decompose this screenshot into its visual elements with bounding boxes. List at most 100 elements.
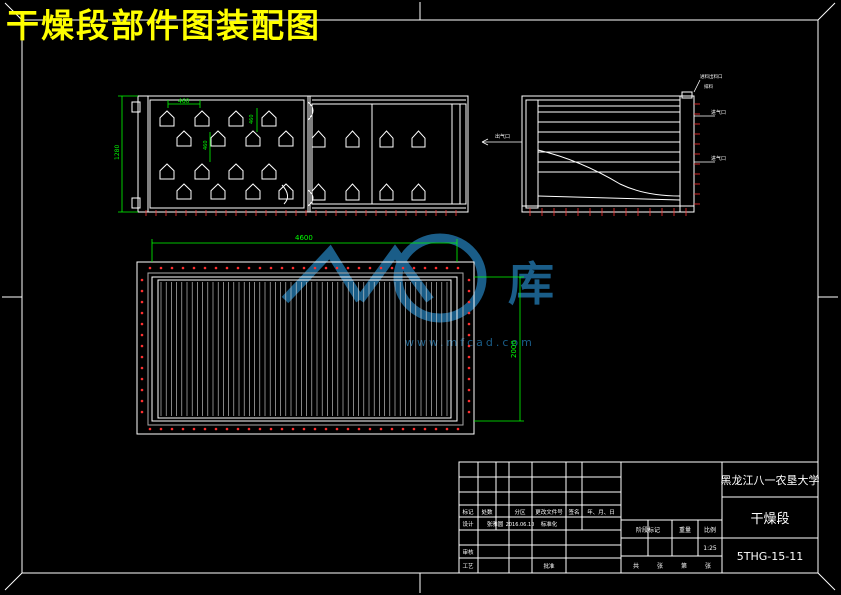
nozzle (278, 130, 294, 147)
front-view-nozzles (159, 110, 294, 200)
bolt-hole (379, 427, 383, 431)
tb-header-1: 处数 (481, 508, 493, 516)
bolt-hole (140, 322, 144, 326)
tb-design-1: 张雅圆 (487, 520, 504, 528)
tb-header-5: 年、月、日 (587, 508, 615, 516)
nozzle (210, 183, 226, 200)
bolt-hole (140, 399, 144, 403)
tb-design-0: 设计 (462, 520, 474, 528)
bolt-hole (140, 377, 144, 381)
bolt-hole (390, 427, 394, 431)
tb-approve: 批准 (543, 562, 555, 570)
tb-stage-2: 比例 (704, 526, 716, 534)
bolt-hole (291, 266, 295, 270)
door-vent (411, 130, 426, 148)
bolt-hole (140, 410, 144, 414)
bolt-hole (203, 427, 207, 431)
bolt-hole (280, 266, 284, 270)
bolt-hole (357, 427, 361, 431)
bolt-hole (467, 388, 471, 392)
nozzle (261, 163, 277, 180)
page-title: 干燥段部件图装配图 (6, 6, 321, 45)
title-block (458, 461, 819, 574)
bolt-hole (368, 427, 372, 431)
bolt-hole (291, 427, 295, 431)
bolt-hole (335, 427, 339, 431)
door-vent (411, 183, 426, 201)
bolt-hole (302, 427, 306, 431)
bolt-hole (467, 377, 471, 381)
watermark: 库 www.mfcad.com (281, 233, 554, 349)
bolt-hole (140, 333, 144, 337)
front-view (131, 95, 469, 213)
bolt-hole (456, 427, 460, 431)
callout-top-right: 进料出料口 (700, 73, 723, 80)
bolt-hole (467, 333, 471, 337)
bolt-hole (140, 366, 144, 370)
door-vent (311, 130, 326, 148)
tb-header-0: 标记 (462, 508, 474, 516)
door-vent (379, 183, 394, 201)
bolt-hole (159, 266, 163, 270)
bolt-hole (192, 427, 196, 431)
bolt-hole (379, 266, 383, 270)
bolt-hole (247, 266, 251, 270)
side-view-leaders (481, 79, 715, 163)
tb-process: 工艺 (462, 563, 474, 570)
bolt-hole (225, 427, 229, 431)
tb-sheets-3: 张 (705, 562, 711, 570)
bolt-hole (401, 266, 405, 270)
door-vent (345, 130, 360, 148)
door-vent (345, 183, 360, 201)
bolt-hole (467, 355, 471, 359)
bolt-hole (467, 322, 471, 326)
bolt-hole (313, 266, 317, 270)
bolt-hole (280, 427, 284, 431)
dim-width-top: 460 (178, 98, 190, 105)
bolt-hole (236, 427, 240, 431)
side-view-bolt-marks (529, 103, 700, 216)
tb-header-4: 签名 (568, 508, 579, 516)
tb-review: 审核 (462, 548, 474, 556)
nozzle (228, 110, 244, 127)
bolt-hole (467, 300, 471, 304)
front-view-dims (118, 95, 258, 213)
bolt-hole (140, 300, 144, 304)
dim-pitch-h: 460 (249, 114, 255, 124)
bolt-hole (445, 427, 449, 431)
nozzle (159, 110, 175, 127)
bolt-hole (357, 266, 361, 270)
side-view (521, 91, 695, 213)
nozzle (210, 130, 226, 147)
bolt-hole (346, 266, 350, 270)
nozzle (194, 163, 210, 180)
top-view (136, 261, 475, 435)
bolt-hole (236, 266, 240, 270)
bolt-hole (324, 266, 328, 270)
tb-header-3: 更改文件号 (535, 508, 563, 516)
bolt-hole (467, 344, 471, 348)
bolt-hole (247, 427, 251, 431)
bolt-hole (170, 266, 174, 270)
bolt-hole (181, 266, 185, 270)
tb-header-2: 分区 (514, 508, 526, 516)
bolt-hole (401, 427, 405, 431)
bolt-hole (302, 266, 306, 270)
door-vent (379, 130, 394, 148)
bolt-hole (170, 427, 174, 431)
tb-stage-1: 重量 (679, 526, 691, 534)
bolt-hole (203, 266, 207, 270)
tb-stage-0: 阶段标记 (636, 526, 660, 534)
tb-scale: 1:25 (703, 545, 717, 552)
bolt-hole (423, 427, 427, 431)
bolt-hole (192, 266, 196, 270)
bolt-hole (258, 266, 262, 270)
bolt-hole (140, 344, 144, 348)
bolt-hole (181, 427, 185, 431)
bolt-hole (412, 427, 416, 431)
bolt-hole (148, 266, 152, 270)
nozzle (176, 130, 192, 147)
bolt-hole (225, 266, 229, 270)
nozzle (194, 110, 210, 127)
